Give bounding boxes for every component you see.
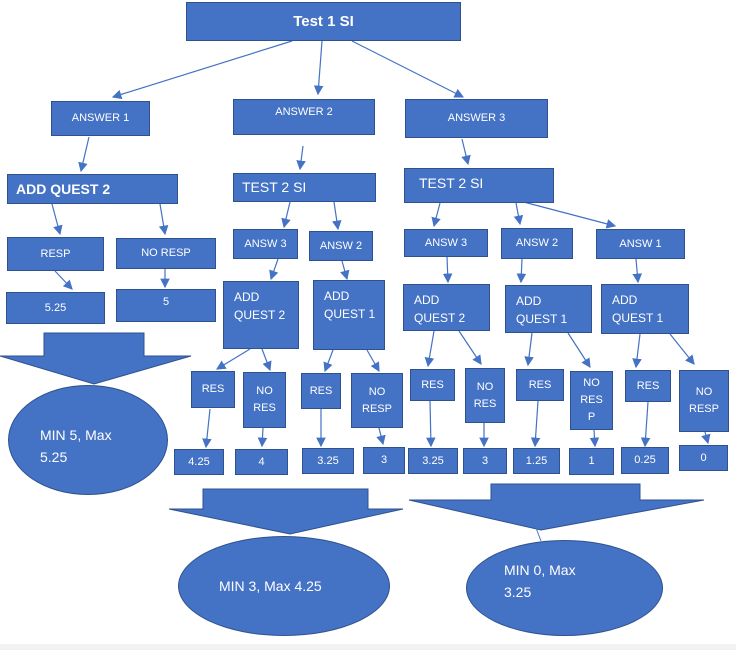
connector-root-answer1 (111, 40, 293, 100)
value-node: 3.25 (408, 448, 458, 474)
add-quest-node: ADD QUEST 2 (223, 281, 299, 349)
result-label: MIN 0, Max 3.25 (504, 562, 576, 600)
value-node: 3 (463, 448, 507, 474)
connector-answer1-addquest (78, 136, 90, 173)
add-quest-node: ADD QUEST 1 (313, 280, 385, 350)
result-arrow-1 (0, 332, 192, 385)
connector-root-answer2 (313, 40, 324, 96)
result-ellipse-2: MIN 3, Max 4.25 (178, 536, 390, 636)
answer-3-node: ANSWER 3 (405, 99, 548, 138)
answ-2-node: ANSW 2 (501, 228, 573, 259)
result-label: MIN 5, Max 5.25 (40, 427, 112, 465)
res-node: RES (301, 373, 341, 409)
result-arrow-3 (408, 483, 705, 531)
answ-3-node: ANSW 3 (233, 229, 298, 259)
res-node: RES (516, 369, 564, 401)
no-res-node: NO RES (465, 368, 505, 423)
page-bottom-strip (0, 644, 736, 650)
value-node: 0.25 (621, 447, 669, 474)
no-resp-node: NO RESP (679, 370, 729, 432)
connector-root-answer3 (351, 40, 465, 98)
test-2-si-node-a: TEST 2 SI (233, 173, 376, 202)
result-label: MIN 3, Max 4.25 (219, 578, 322, 594)
value-node: 4.25 (174, 449, 224, 475)
add-quest-node: ADD QUEST 2 (403, 284, 490, 331)
result-ellipse-3: MIN 0, Max 3.25 (466, 540, 663, 636)
value-node: 3 (363, 447, 405, 474)
value-node: 5 (116, 289, 216, 322)
no-resp-node: NO RESP (116, 238, 216, 269)
add-quest-node: ADD QUEST 1 (505, 285, 592, 333)
value-node: 0 (679, 445, 728, 471)
connector-answer2-test2 (296, 145, 306, 171)
add-quest-node: ADD QUEST 1 (601, 284, 689, 334)
res-node: RES (410, 369, 455, 401)
res-node: RES (191, 371, 235, 408)
answ-1-node: ANSW 1 (596, 229, 685, 259)
answer-2-node: ANSWER 2 (233, 99, 375, 135)
no-resp-node: NO RESP (351, 373, 403, 428)
no-res-node: NO RES P (570, 371, 613, 430)
connector-answer3-test2 (461, 138, 471, 166)
root-node: Test 1 SI (186, 2, 461, 41)
add-quest-2-node: ADD QUEST 2 (7, 174, 178, 204)
result-arrow-2 (168, 488, 404, 535)
value-node: 3.25 (302, 448, 354, 474)
value-node: 1.25 (513, 448, 560, 474)
answ-3-node: ANSW 3 (404, 229, 488, 257)
result-ellipse-1: MIN 5, Max 5.25 (8, 385, 168, 495)
answer-1-node: ANSWER 1 (51, 101, 150, 136)
value-node: 5.25 (6, 292, 105, 324)
no-res-node: NO RES (243, 372, 286, 428)
resp-node: RESP (7, 237, 104, 271)
res-node: RES (625, 370, 671, 402)
answ-2-node: ANSW 2 (309, 231, 373, 261)
value-node: 4 (235, 449, 288, 475)
value-node: 1 (569, 448, 614, 475)
test-2-si-node-b: TEST 2 SI (404, 168, 554, 203)
